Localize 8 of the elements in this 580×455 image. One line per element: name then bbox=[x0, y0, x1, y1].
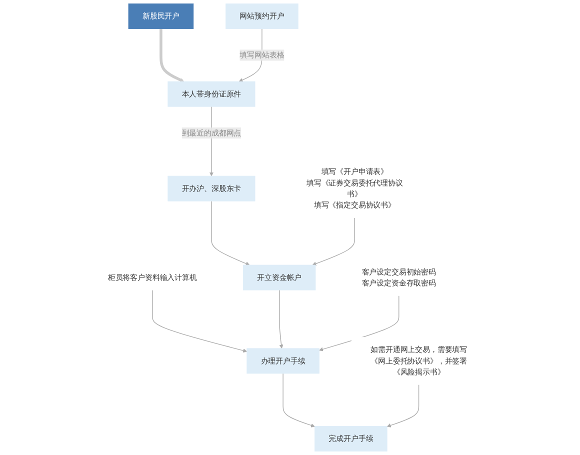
arrow bbox=[160, 28, 184, 82]
arrow bbox=[211, 200, 250, 266]
arrow bbox=[319, 295, 400, 352]
arrow bbox=[386, 384, 420, 428]
arrow bbox=[152, 290, 248, 353]
arrow bbox=[279, 290, 284, 349]
arrow bbox=[282, 373, 315, 428]
arrow bbox=[312, 217, 355, 266]
